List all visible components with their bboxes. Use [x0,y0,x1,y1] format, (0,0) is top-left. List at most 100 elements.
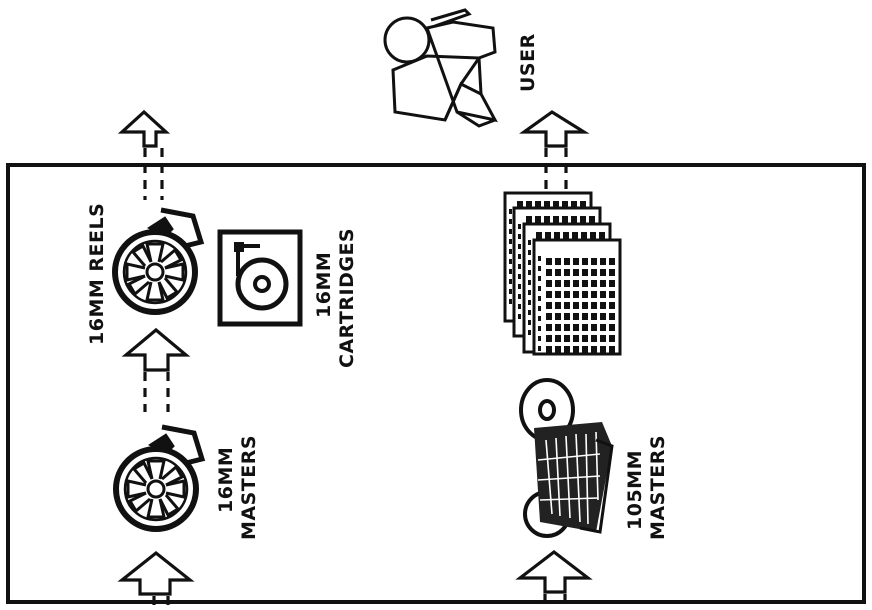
microfiche-frame [591,291,597,298]
microfiche-frame [609,302,615,309]
microfiche-edge-mark [538,266,541,271]
microfiche-frame [609,346,615,353]
microfiche-edge-mark [509,229,512,234]
microfiche-frame [564,346,570,353]
microfiche-frame [554,232,560,239]
masters-105mm-label-line1: 105MM [624,450,646,530]
microfiche-edge-mark [538,276,541,281]
microfiche-frame [573,291,579,298]
microfiche-frame [517,201,523,208]
microfiche-edge-mark [509,289,512,294]
microfiche-edge-mark [518,314,521,319]
microfiche-edge-mark [509,239,512,244]
microfiche-edge-mark [528,290,531,295]
microfiche-edge-mark [509,299,512,304]
microfiche-edge-mark [538,306,541,311]
masters-105mm-label-line2: MASTERS [647,435,669,540]
microfiche-edge-mark [509,259,512,264]
microfiche-frame [591,269,597,276]
microfiche-edge-mark [538,346,541,351]
arrow-up-icon [519,110,590,196]
system-boundary-box [6,163,866,604]
microfiche-edge-mark [518,244,521,249]
microfiche-frame [600,313,606,320]
microfiche-frame [573,313,579,320]
microfiche-frame [546,280,552,287]
microfiche-frame [609,269,615,276]
microfiche-frame [544,216,550,223]
microfiche-frame [546,258,552,265]
arrow-up-icon [117,550,195,610]
microfiche-frame [555,291,561,298]
microfiche-frame [591,335,597,342]
microfiche-frame [562,201,568,208]
microfiche-frame [590,232,596,239]
microfiche-edge-mark [528,330,531,335]
microfiche-frame [580,216,586,223]
microfiche-frame [546,269,552,276]
microfiche-edge-mark [509,209,512,214]
microfiche-frame [573,335,579,342]
microfiche-frame [553,216,559,223]
microfiche-frame [600,269,606,276]
microfiche-frame [555,269,561,276]
microfiche-frame [526,201,532,208]
microfiche-edge-mark [538,316,541,321]
microfiche-frame [535,201,541,208]
microfiche-edge-mark [538,256,541,261]
user-icon [383,8,498,128]
microfiche-frame [555,324,561,331]
microfiche-frame [573,324,579,331]
microfiche-frame [599,232,605,239]
masters-16mm-label-line1: 16MM [215,447,237,513]
microfiche-frame [591,258,597,265]
microfiche-frame [600,291,606,298]
microfiche-edge-mark [538,286,541,291]
microfiche-frame [536,232,542,239]
microfiche-frame [582,269,588,276]
microfiche-frame [546,335,552,342]
microfiche-frame [600,258,606,265]
microfiche-frame [555,302,561,309]
microfiche-frame [573,302,579,309]
microfiche-frame [609,335,615,342]
microfiche-frame [591,302,597,309]
film-reel-icon [112,207,205,315]
microfiche-frame [582,335,588,342]
microfiche-frame [600,335,606,342]
microfiche-frame [580,201,586,208]
microfiche-frame [581,232,587,239]
microfiche-edge-mark [509,219,512,224]
microfiche-frame [564,291,570,298]
microfiche-edge-mark [518,254,521,259]
microfiche-frame [564,335,570,342]
microfiche-frame [546,324,552,331]
cartridges-16mm-label-line2: CARTRIDGES [336,228,358,368]
microfiche-frame [546,291,552,298]
microfiche-edge-mark [538,296,541,301]
microfiche-edge-mark [509,279,512,284]
microfiche-edge-mark [528,240,531,245]
microfiche-frame [600,302,606,309]
reels-16mm-label: 16MM REELS [86,203,108,345]
microfiche-frame [582,313,588,320]
microfiche-frame [546,302,552,309]
microfiche-frame [573,346,579,353]
microfiche-frame [591,324,597,331]
microfiche-frame [573,280,579,287]
microfiche-frame [526,216,532,223]
microfiche-frame [564,302,570,309]
microfiche-edge-mark [528,300,531,305]
arrow-up-icon [117,109,171,200]
microfiche-frame [555,335,561,342]
microfiche-frame [572,232,578,239]
microfiche-edge-mark [509,249,512,254]
microfiche-frame [609,313,615,320]
microfiche-frame [589,216,595,223]
cartridges-16mm-label-line1: 16MM [313,252,335,318]
microfiche-edge-mark [518,264,521,269]
microfiche-frame [573,258,579,265]
microfiche-frame [573,269,579,276]
microfiche-edge-mark [528,270,531,275]
